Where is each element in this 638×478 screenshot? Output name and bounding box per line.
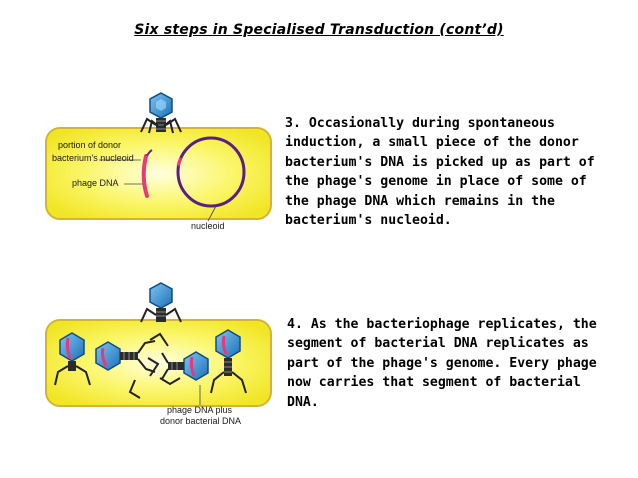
donor-dna-fragment (141, 154, 149, 198)
step4-line: 4. As the bacteriophage replicates, the (287, 317, 597, 332)
diagram-step3: portion of donor bacterium's nucleoid ph… (45, 92, 272, 231)
label-donor-bacterial-dna: donor bacterial DNA (160, 416, 241, 426)
bacteriophage-icon (140, 92, 182, 134)
progeny-phage-icon (161, 351, 209, 381)
step4-line: now carries that segment of bacterial (287, 375, 581, 391)
step3-line: the phage's genome in place of some of (285, 174, 587, 190)
nucleoid-circle (176, 136, 246, 208)
bacterium-cell-2 (45, 319, 272, 407)
bacteriophage-icon (140, 282, 182, 323)
step3-line: bacterium's DNA is picked up as part of (285, 154, 595, 170)
step4-line: part of the phage's genome. Every phage (287, 355, 597, 371)
step3-text: 3. Occasionally during spontaneous induct… (285, 114, 595, 230)
label-portion-of-donor: portion of donor (58, 140, 121, 150)
step3-line: the phage DNA which remains in the (285, 193, 555, 209)
label-phage-dna-plus: phage DNA plus (167, 405, 233, 415)
step4-line: DNA. (287, 394, 319, 410)
progeny-phage-icon (95, 340, 156, 373)
step3-line: induction, a small piece of the donor (285, 135, 579, 151)
step3-line: bacterium's nucleoid. (285, 213, 452, 229)
progeny-phage-icon (54, 332, 91, 386)
slide-title: Six steps in Specialised Transduction (c… (134, 22, 504, 38)
label-bacterium-nucleoid: bacterium's nucleoid (52, 153, 134, 163)
label-phage-dna: phage DNA (72, 178, 119, 188)
step3-line: 3. Occasionally during spontaneous (285, 116, 555, 131)
progeny-phage-icon (210, 329, 247, 394)
step4-line: segment of bacterial DNA replicates as (287, 336, 589, 352)
step4-text: 4. As the bacteriophage replicates, the s… (287, 315, 597, 412)
label-nucleoid: nucleoid (191, 221, 225, 231)
diagram-step4: phage DNA plus donor bacterial DNA (45, 282, 272, 426)
